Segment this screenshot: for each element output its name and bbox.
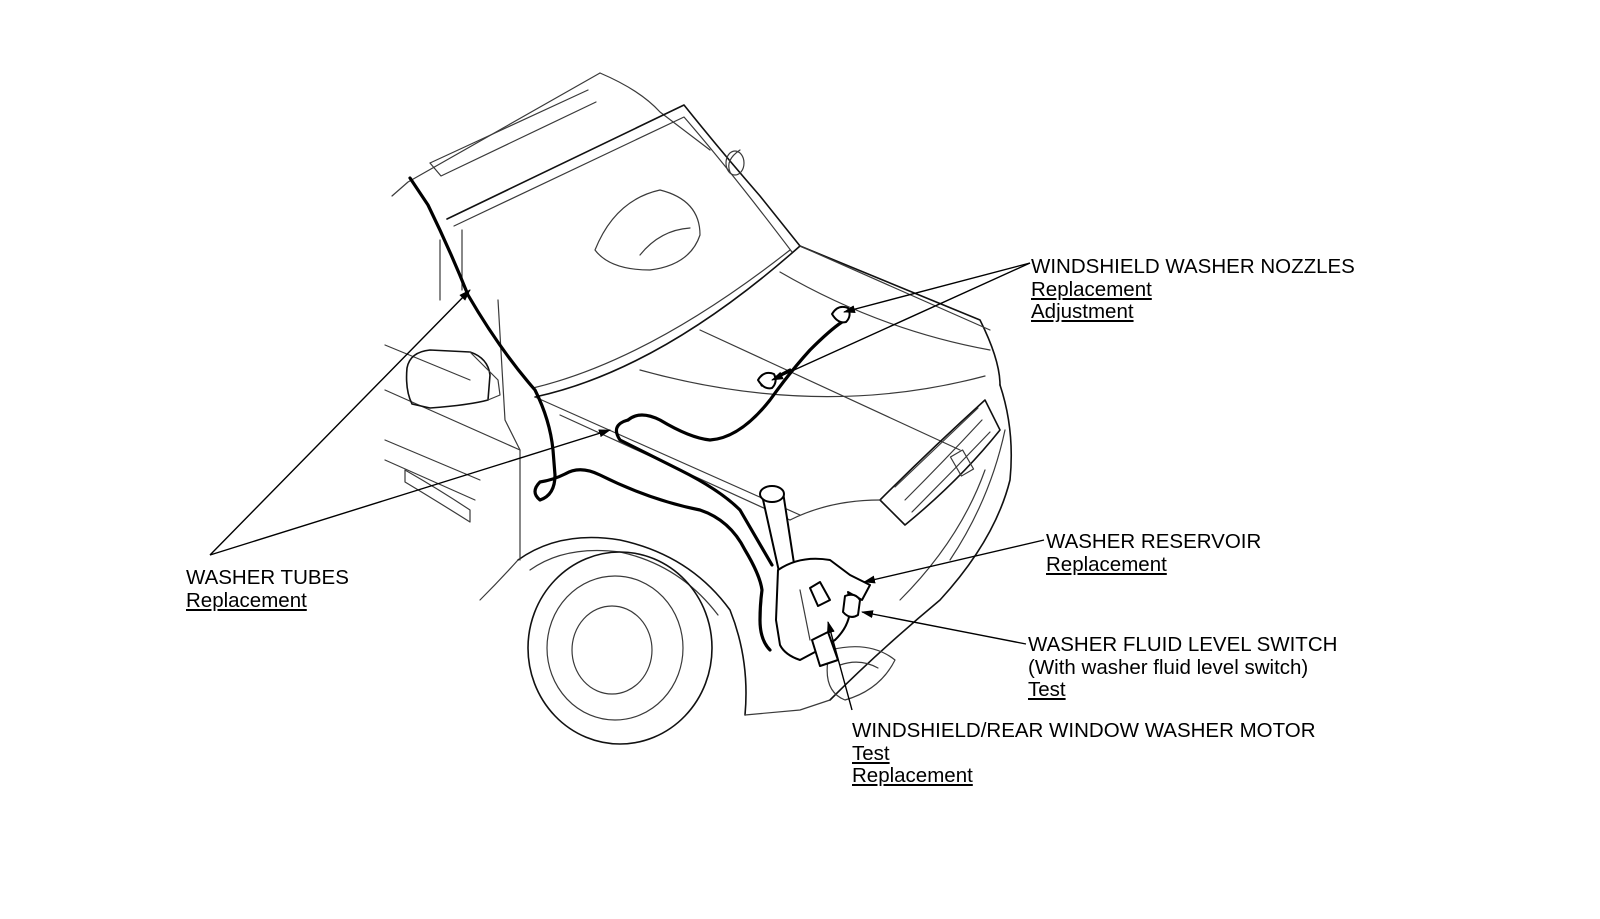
vehicle-body-outline (384, 72, 1012, 745)
callout-title: WINDSHIELD/REAR WINDOW WASHER MOTOR (852, 719, 1316, 742)
reservoir-replacement-link[interactable]: Replacement (1046, 552, 1167, 576)
motor-replacement-link[interactable]: Replacement (852, 764, 973, 787)
tubes-replacement-link[interactable]: Replacement (186, 588, 307, 612)
callout-windshield-washer-nozzles: WINDSHIELD WASHER NOZZLES Replacement Ad… (1031, 255, 1355, 324)
nozzles-replacement-link[interactable]: Replacement (1031, 277, 1152, 301)
reservoir-assembly (759, 485, 871, 667)
motor-test-link[interactable]: Test (852, 741, 890, 765)
callout-title: WASHER FLUID LEVEL SWITCH (1028, 633, 1338, 656)
nozzles-adjustment-link[interactable]: Adjustment (1031, 300, 1134, 323)
callout-washer-motor: WINDSHIELD/REAR WINDOW WASHER MOTOR Test… (852, 719, 1316, 788)
washer-tube-lines (408, 176, 844, 652)
callout-title: WINDSHIELD WASHER NOZZLES (1031, 255, 1355, 278)
callout-washer-tubes: WASHER TUBES Replacement (186, 566, 349, 612)
callout-title: WASHER TUBES (186, 566, 349, 589)
callout-subtitle: (With washer fluid level switch) (1028, 655, 1309, 679)
leader-lines (209, 262, 1045, 711)
nozzle-parts (757, 305, 851, 390)
callout-washer-reservoir: WASHER RESERVOIR Replacement (1046, 530, 1262, 576)
switch-test-link[interactable]: Test (1028, 678, 1066, 701)
callout-title: WASHER RESERVOIR (1046, 530, 1262, 553)
callout-washer-fluid-level-switch: WASHER FLUID LEVEL SWITCH (With washer f… (1028, 633, 1338, 702)
